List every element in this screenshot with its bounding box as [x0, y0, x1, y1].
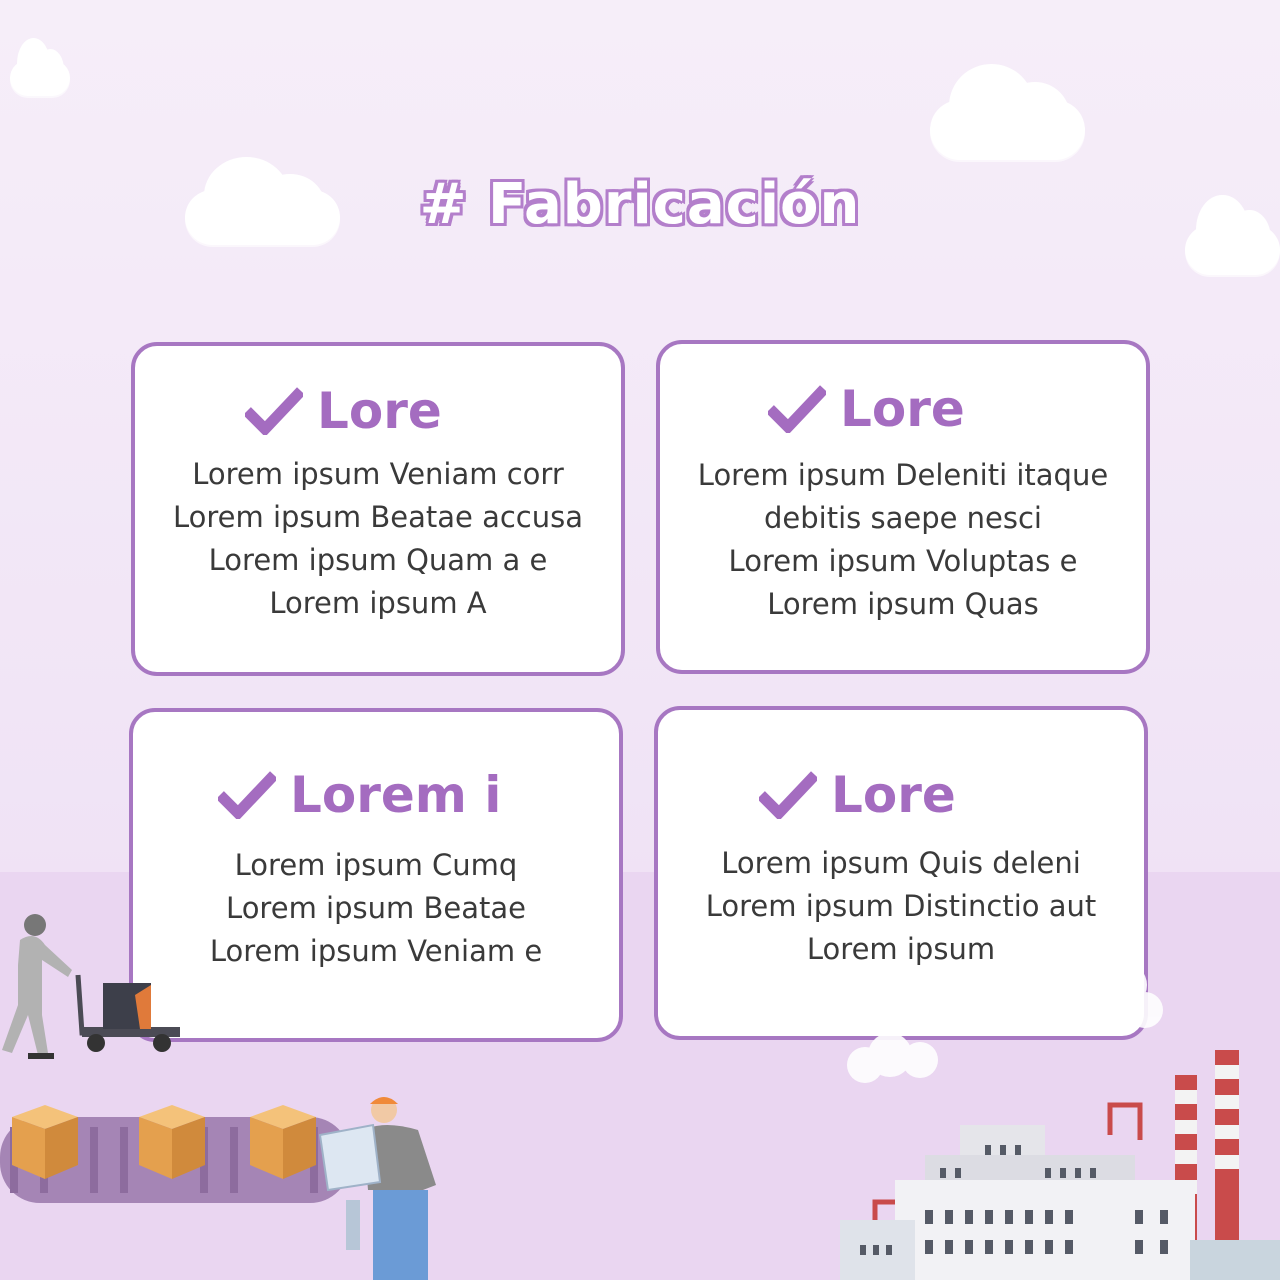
info-card: Lore Lorem ipsum Veniam corr Lorem ipsum…	[131, 342, 625, 676]
card-heading-text: Lore	[831, 766, 956, 824]
page-title: # Fabricación	[419, 172, 861, 237]
card-line: Lorem ipsum Distinctio aut	[705, 889, 1097, 923]
check-icon	[768, 385, 826, 433]
card-line: Lorem ipsum Veniam corr	[192, 457, 564, 491]
card-heading-text: Lorem i	[290, 766, 502, 824]
cloud-icon	[930, 64, 1085, 160]
cloud-icon	[185, 157, 340, 245]
card-text: Lorem ipsum Cumq Lorem ipsum Beatae Lore…	[133, 844, 619, 973]
card-heading-text: Lore	[317, 382, 442, 440]
card-line: Lorem ipsum Quam a e	[208, 543, 548, 577]
card-text: Lorem ipsum Deleniti itaque debitis saep…	[660, 454, 1146, 626]
check-icon	[759, 771, 817, 819]
card-line: Lorem ipsum Veniam e	[209, 934, 543, 968]
card-heading: Lore	[245, 382, 442, 440]
card-line: Lorem ipsum Cumq	[234, 848, 518, 882]
factory-icon	[840, 950, 1280, 1280]
check-icon	[218, 771, 276, 819]
cart-icon	[75, 974, 180, 1052]
cloud-icon	[10, 38, 70, 96]
card-text: Lorem ipsum Quis deleni Lorem ipsum Dist…	[658, 842, 1144, 971]
card-line: Lorem ipsum Beatae accusa	[172, 500, 584, 534]
card-heading: Lore	[759, 766, 956, 824]
card-line: Lorem ipsum	[806, 932, 996, 966]
info-card: Lore Lorem ipsum Quis deleni Lorem ipsum…	[654, 706, 1148, 1040]
info-card: Lore Lorem ipsum Deleniti itaque debitis…	[656, 340, 1150, 674]
box-icon	[250, 1105, 316, 1179]
smoke-icon	[847, 950, 1163, 1083]
check-icon	[245, 387, 303, 435]
card-line: Lorem ipsum Deleniti itaque	[697, 458, 1109, 492]
box-icon	[139, 1105, 205, 1179]
clipboard-icon	[318, 1123, 382, 1250]
card-line: Lorem ipsum Quas	[767, 587, 1039, 621]
card-heading: Lore	[768, 380, 965, 438]
engineer-icon	[318, 1097, 436, 1280]
card-line: Lorem ipsum Quis deleni	[721, 846, 1081, 880]
card-line: Lorem ipsum A	[269, 586, 487, 620]
cloud-icon	[1185, 195, 1280, 275]
worker-icon	[2, 914, 180, 1059]
card-line: Lorem ipsum Voluptas e	[728, 544, 1078, 578]
box-icon	[12, 1105, 78, 1179]
card-text: Lorem ipsum Veniam corr Lorem ipsum Beat…	[135, 453, 621, 625]
card-line: debitis saepe nesci	[764, 501, 1042, 535]
conveyor-icon	[0, 1105, 350, 1203]
info-card: Lorem i Lorem ipsum Cumq Lorem ipsum Bea…	[129, 708, 623, 1042]
card-line: Lorem ipsum Beatae	[226, 891, 526, 925]
card-heading: Lorem i	[218, 766, 501, 824]
card-heading-text: Lore	[840, 380, 965, 438]
